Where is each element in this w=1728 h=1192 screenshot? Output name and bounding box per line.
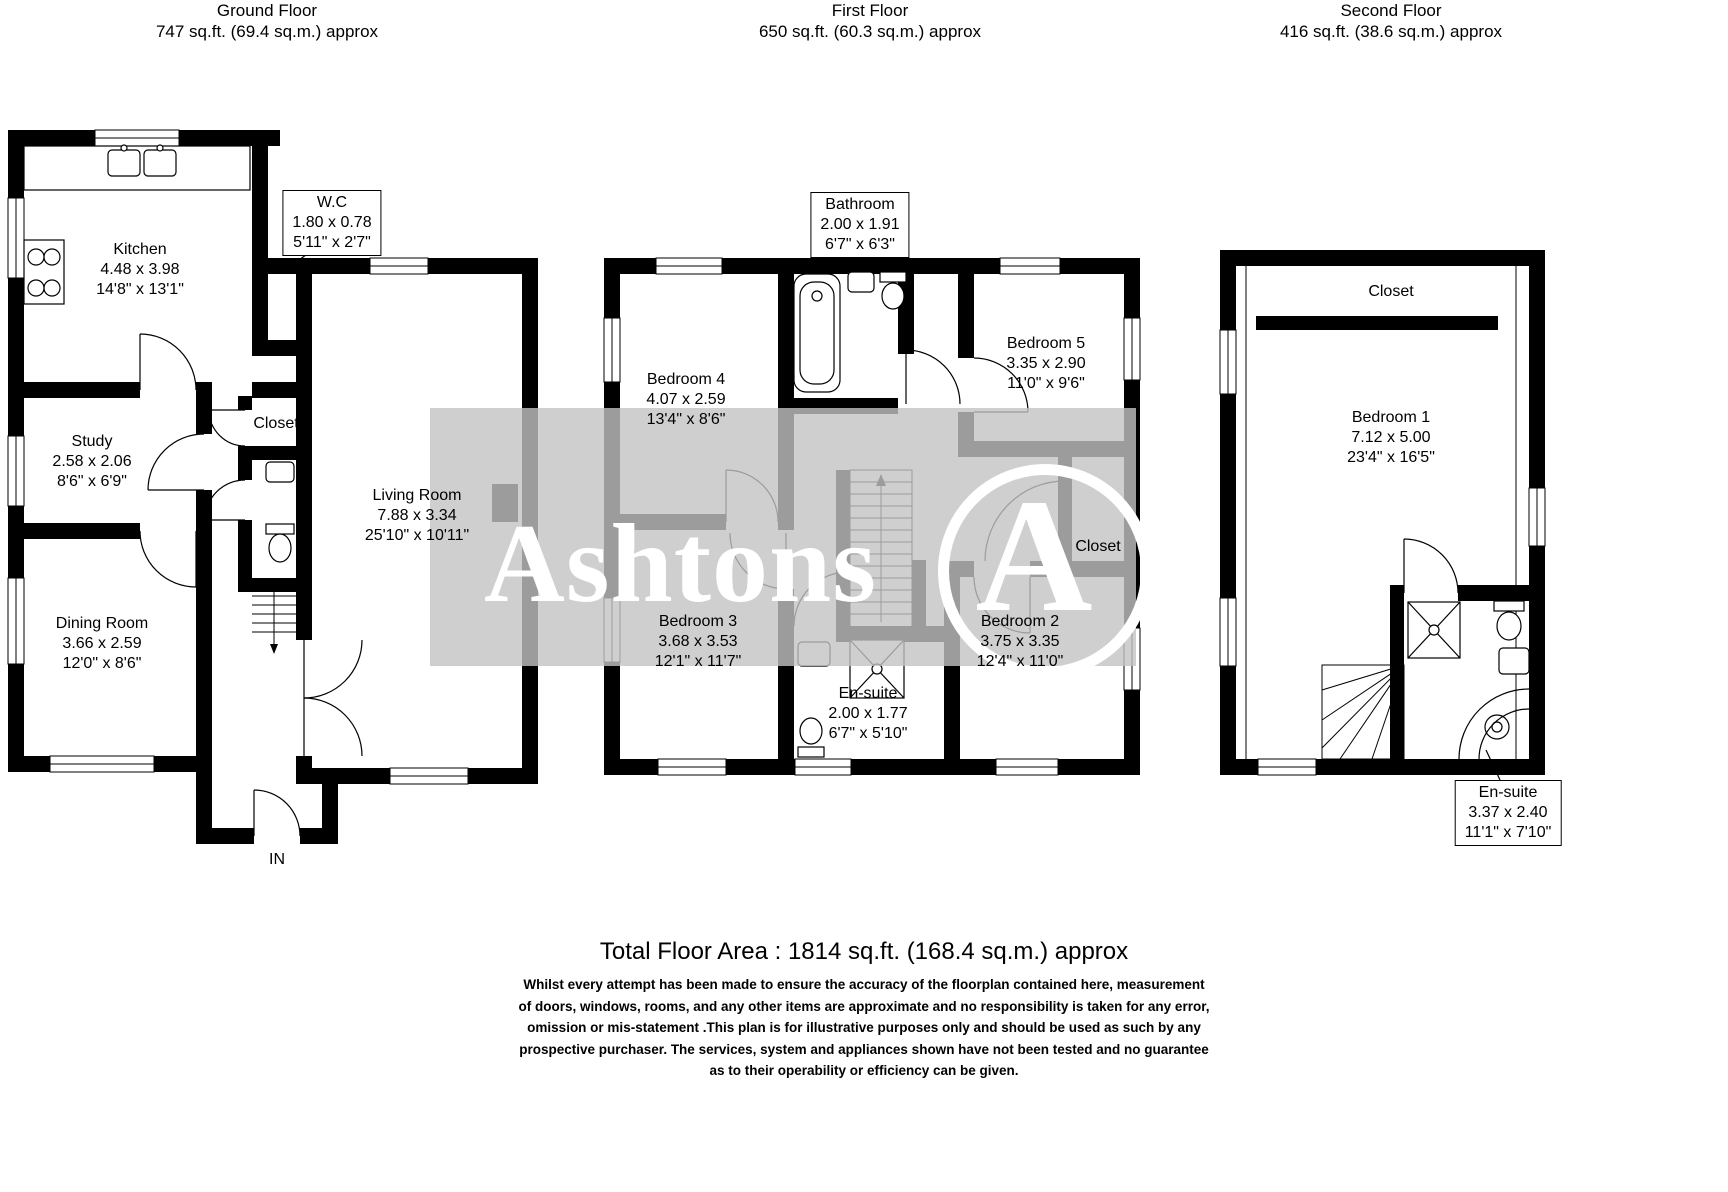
first-floor-header: First Floor 650 sq.ft. (60.3 sq.m.) appr… [670, 0, 1070, 42]
floor-area: 747 sq.ft. (69.4 sq.m.) approx [155, 22, 379, 41]
disclaimer-line: omission or mis-statement .This plan is … [527, 1020, 1201, 1035]
floor-area: 650 sq.ft. (60.3 sq.m.) approx [758, 22, 982, 41]
second-floor-plan [1219, 250, 1546, 781]
watermark-logo-letter: A [975, 467, 1093, 646]
corner-bath-icon [1458, 688, 1530, 760]
toilet-icon [879, 271, 907, 310]
kitchen-sink-icon [107, 144, 177, 177]
bathtub-icon [793, 273, 841, 393]
watermark-logo-circle [938, 464, 1152, 678]
toilet-icon [1493, 600, 1525, 641]
floor-title: Ground Floor [216, 1, 318, 20]
floor-area: 416 sq.ft. (38.6 sq.m.) approx [1279, 22, 1503, 41]
floor-title: Second Floor [1340, 1, 1442, 20]
disclaimer-line: prospective purchaser. The services, sys… [519, 1041, 1209, 1057]
room-label-closet-ground: Closet [253, 415, 299, 432]
disclaimer: Whilst every attempt has been made to en… [0, 974, 1728, 1082]
stairs [1321, 664, 1405, 760]
second-floor-header: Second Floor 416 sq.ft. (38.6 sq.m.) app… [1191, 0, 1591, 42]
window [1219, 329, 1546, 776]
disclaimer-line: of doors, windows, rooms, and any other … [518, 998, 1210, 1014]
stairs [252, 592, 296, 646]
room-label-closet-second: Closet [1368, 283, 1414, 300]
watermark-text: Ashtons [484, 502, 877, 626]
eaves-line [1245, 266, 1517, 759]
hob-icon [23, 239, 65, 305]
stairs-arrow [270, 644, 278, 654]
shower-icon [1407, 601, 1461, 659]
room-label-closet-first: Closet [1075, 538, 1121, 555]
sink-icon [265, 461, 295, 483]
entrance-label: IN [269, 851, 285, 868]
door-arcs [139, 333, 363, 837]
floor-title: First Floor [831, 1, 909, 20]
kitchen-counter [23, 145, 251, 191]
ensuite-label-leader [1485, 749, 1501, 781]
toilet-icon [797, 717, 825, 758]
total-floor-area: Total Floor Area : 1814 sq.ft. (168.4 sq… [599, 938, 1129, 965]
door-arcs [1403, 538, 1459, 594]
disclaimer-line: as to their operability or efficiency ca… [709, 1063, 1019, 1078]
ground-floor-header: Ground Floor 747 sq.ft. (69.4 sq.m.) app… [67, 0, 467, 42]
sink-icon [1498, 647, 1530, 675]
toilet-icon [265, 523, 295, 563]
disclaimer-line: Whilst every attempt has been made to en… [523, 977, 1205, 992]
ground-floor-plan [7, 129, 538, 844]
sink-icon [847, 271, 875, 293]
